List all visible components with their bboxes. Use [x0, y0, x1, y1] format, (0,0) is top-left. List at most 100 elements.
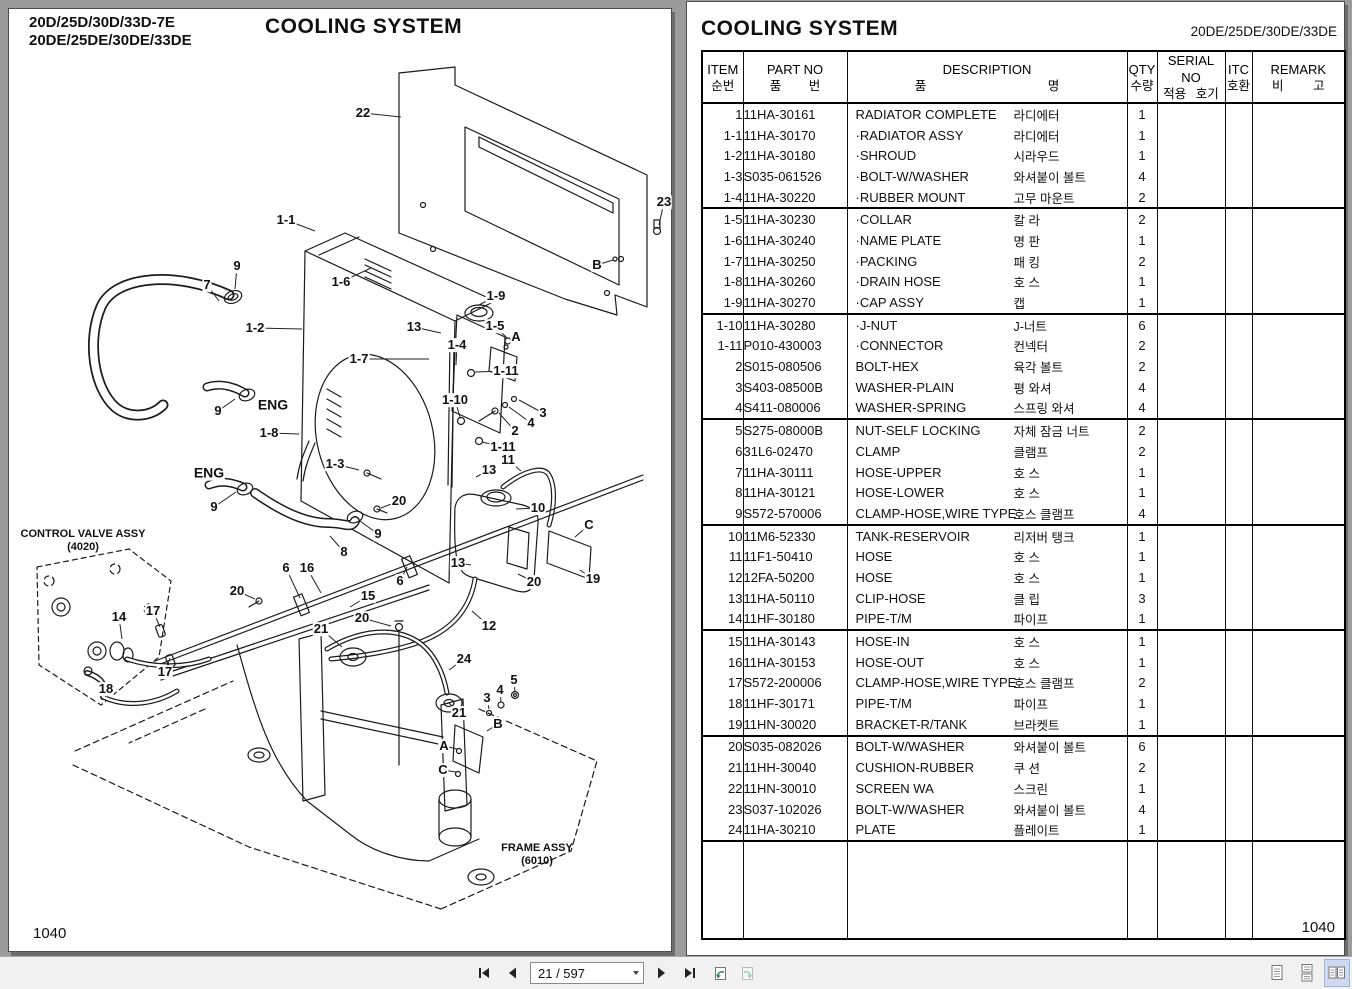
next-page-button[interactable] — [649, 961, 673, 985]
diagram-callout: 18 — [97, 681, 115, 697]
description-english: ·BOLT-W/WASHER — [855, 168, 969, 184]
description-korean: 호 스 — [1013, 656, 1040, 671]
cell-itc — [1225, 250, 1253, 272]
description-english: HOSE — [855, 549, 893, 565]
cell-qty: 1 — [1127, 461, 1158, 483]
cell-serial-no — [1157, 567, 1226, 588]
description-english: ·PACKING — [855, 253, 918, 269]
cell-item: 4 — [703, 397, 744, 421]
cell-part-no: S572-200006 — [743, 672, 848, 694]
cell-item: 19 — [703, 713, 744, 737]
diagram-callout: 10 — [529, 500, 547, 516]
col-remark: REMARK 비 고 — [1252, 52, 1344, 104]
cell-item: 3 — [703, 376, 744, 398]
cell-qty: 2 — [1127, 672, 1158, 694]
diagram-callout: 9 — [373, 526, 383, 542]
cell-remark — [1252, 292, 1344, 315]
diagram-callout: 1-3 — [324, 456, 346, 472]
cell-itc — [1225, 441, 1253, 462]
cell-part-no: 11HA-30161 — [743, 103, 848, 125]
diagram-callout: 9 — [232, 258, 242, 274]
cell-itc — [1225, 651, 1253, 673]
cell-serial-no — [1157, 693, 1226, 714]
cell-remark — [1252, 652, 1344, 673]
page-title: COOLING SYSTEM — [701, 17, 899, 40]
cell-serial-no — [1157, 482, 1226, 504]
cell-serial-no — [1157, 186, 1226, 210]
last-page-button[interactable] — [678, 961, 702, 985]
diagram-callout: 3 — [482, 690, 492, 706]
cell-part-no: 11HA-30280 — [743, 313, 848, 336]
cell-serial-no — [1157, 124, 1226, 146]
page-number-box[interactable] — [530, 962, 644, 984]
diagram-callout: 1-11 — [492, 363, 520, 379]
description-korean: 브라켓트 — [1013, 718, 1060, 733]
page-layout-controls — [1264, 957, 1350, 989]
cell-part-no: 12FA-50200 — [743, 567, 848, 588]
cell-remark — [1252, 736, 1344, 758]
cell-qty: 2 — [1127, 250, 1158, 272]
cell-part-no: 11HF-30180 — [743, 608, 848, 632]
page-number-input[interactable] — [531, 965, 629, 981]
previous-page-icon — [509, 967, 516, 979]
cell-itc — [1225, 503, 1253, 526]
description-korean: 호스 클램프 — [1013, 677, 1075, 692]
previous-page-button[interactable] — [501, 961, 525, 985]
col-part-ko: 품 번 — [769, 78, 821, 93]
col-serial-no: SERIAL NO 적용 호기 — [1157, 52, 1226, 104]
next-view-button[interactable] — [736, 961, 760, 985]
diagram-callout: 9 — [209, 499, 219, 515]
previous-view-button[interactable] — [707, 961, 731, 985]
description-english: SCREEN WA — [855, 780, 934, 796]
page-dropdown-caret[interactable] — [629, 963, 643, 983]
cell-part-no: 11HA-30121 — [743, 482, 848, 504]
diagram-callout: 1-2 — [244, 320, 266, 336]
cell-part-no: S037-102026 — [743, 798, 848, 820]
cell-qty: 2 — [1127, 208, 1158, 231]
two-page-view-button[interactable] — [1324, 959, 1350, 987]
cell-itc — [1225, 546, 1253, 568]
diagram-callout: 19 — [584, 571, 602, 587]
description-korean: 육각 볼트 — [1013, 361, 1063, 376]
diagram-callout: 1-6 — [330, 274, 352, 290]
diagram-callout: 17 — [156, 664, 174, 680]
single-page-view-button[interactable] — [1264, 959, 1290, 987]
cell-item: 17 — [703, 672, 744, 694]
cell-serial-no — [1157, 335, 1226, 357]
continuous-view-button[interactable] — [1294, 959, 1320, 987]
diagram-callout: A — [438, 738, 450, 754]
cell-item: 1-8 — [703, 271, 744, 293]
cell-item: 18 — [703, 693, 744, 714]
diagram-callout: B — [591, 257, 603, 273]
description-english: BRACKET-R/TANK — [855, 716, 968, 732]
cell-itc — [1225, 482, 1253, 504]
description-korean: 호 스 — [1013, 551, 1040, 566]
diagram-callout: 1-7 — [348, 351, 370, 367]
cell-itc — [1225, 313, 1253, 336]
cell-qty: 2 — [1127, 335, 1158, 357]
cell-part-no: S035-061526 — [743, 166, 848, 187]
first-page-button[interactable] — [472, 961, 496, 985]
cell-remark — [1252, 336, 1344, 357]
cell-serial-no — [1157, 230, 1226, 251]
cell-qty: 1 — [1127, 819, 1158, 843]
description-korean: J-너트 — [1013, 319, 1047, 334]
diagram-callout: 6 — [281, 560, 291, 576]
